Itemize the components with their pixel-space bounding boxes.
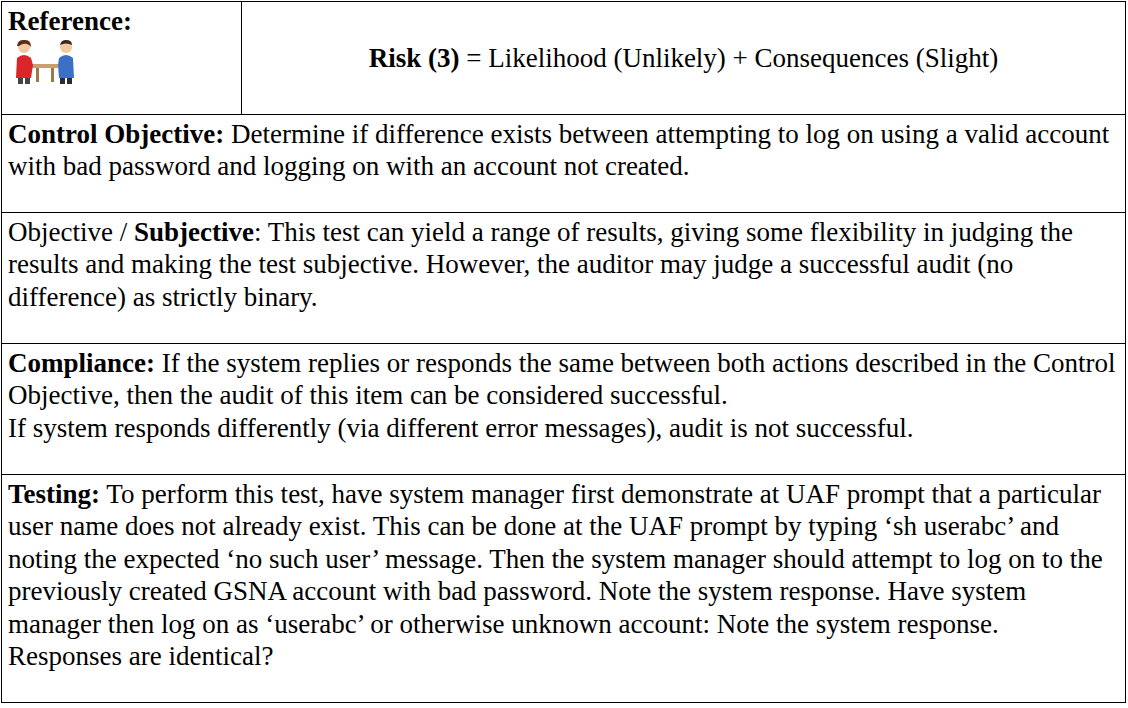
woman-leg xyxy=(18,78,23,84)
table-cell: Objective / Subjective: This test can yi… xyxy=(1,212,1126,344)
woman-leg xyxy=(25,78,30,84)
table-cell: Risk (3) = Likelihood (Unlikely) + Conse… xyxy=(241,1,1126,115)
cell-paragraph: Risk (3) = Likelihood (Unlikely) + Conse… xyxy=(369,42,999,74)
table-cell: Control Objective: Determine if differen… xyxy=(1,114,1126,213)
field-heading: Compliance: xyxy=(8,348,155,378)
table-cell: Compliance: If the system replies or res… xyxy=(1,343,1126,475)
people-icon xyxy=(14,38,76,84)
cell-paragraph: Objective / Subjective: This test can yi… xyxy=(8,216,1119,313)
field-text: If the system replies or responds the sa… xyxy=(8,348,1116,410)
cell-paragraph: Control Objective: Determine if differen… xyxy=(8,118,1119,183)
woman-body xyxy=(16,55,33,78)
field-heading: Subjective xyxy=(134,217,254,247)
man-hair xyxy=(60,40,72,45)
man-body xyxy=(58,55,74,78)
field-heading: Risk (3) xyxy=(369,43,460,73)
cell-paragraph: Reference: xyxy=(8,5,235,37)
table-leg xyxy=(51,68,54,82)
table-cell: Reference: xyxy=(1,1,242,115)
field-text: = Likelihood (Unlikely) + Consequences (… xyxy=(466,43,998,73)
field-heading: Control Objective: xyxy=(8,119,224,149)
man-leg xyxy=(67,78,72,84)
field-text: If system responds differently (via diff… xyxy=(8,412,1119,444)
field-text: Objective / xyxy=(8,217,127,247)
table-cell: Testing: To perform this test, have syst… xyxy=(1,474,1126,703)
field-heading: Reference: xyxy=(8,6,132,36)
woman-hair xyxy=(17,40,31,47)
man-leg xyxy=(60,78,65,84)
field-heading: Testing: xyxy=(8,479,100,509)
table-leg xyxy=(36,68,39,82)
cell-paragraph: Testing: To perform this test, have syst… xyxy=(8,478,1119,672)
field-text: To perform this test, have system manage… xyxy=(8,479,1103,671)
man-head xyxy=(60,41,72,53)
cell-paragraph: Compliance: If the system replies or res… xyxy=(8,347,1119,444)
table-top xyxy=(32,64,58,68)
